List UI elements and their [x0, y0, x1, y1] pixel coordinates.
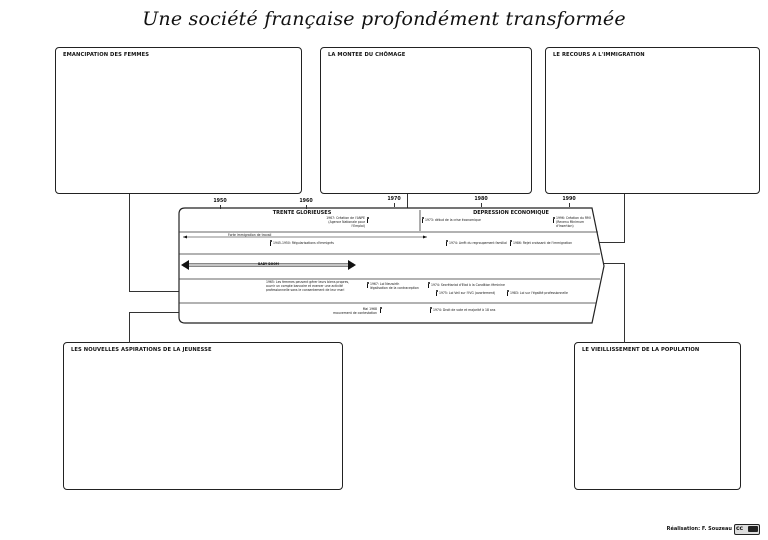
event-forte-immigration: Forte immigration de travail: [228, 233, 272, 237]
event-pin-icon: [379, 307, 382, 313]
connector-immigration: [598, 194, 625, 243]
event-crise: 1973: début de la crise économique: [425, 218, 481, 222]
event-vote-18-ans: 1974: Droit de vote et majorité à 18 ans: [433, 308, 496, 312]
year-tick: [220, 205, 221, 209]
event-pin-icon: [445, 240, 448, 246]
event-pin-icon: [421, 217, 424, 223]
event-baby-boom: BABY BOOM: [258, 262, 279, 266]
event-pin-icon: [552, 217, 555, 223]
year-label: 1990: [562, 197, 576, 202]
event-pin-icon: [366, 217, 369, 223]
event-pin-icon: [429, 307, 432, 313]
arrowhead-left: [183, 235, 187, 239]
event-pin-icon: [509, 240, 512, 246]
event-anpe: 1967: Création de l'ANPE (Agence Nationa…: [326, 216, 365, 228]
connector-vieillissement: [603, 263, 625, 343]
box-montee-chomage: LA MONTEE DU CHÔMAGE: [320, 47, 532, 194]
period-trente-glorieuses: TRENTE GLORIEUSES: [272, 210, 332, 216]
event-pin-icon: [427, 282, 430, 288]
year-tick: [306, 205, 307, 209]
year-label: 1960: [299, 199, 313, 204]
year-label: 1980: [474, 197, 488, 202]
box-title: LA MONTEE DU CHÔMAGE: [328, 52, 406, 58]
event-loi-neuwirth: 1967: Loi Neuwirth légalisation de la co…: [370, 282, 419, 290]
arrowhead-right: [348, 260, 356, 270]
year-label: 1970: [387, 197, 401, 202]
event-regroupement: 1974: Arrêt du regroupement familial: [449, 241, 507, 245]
box-title: LE VIEILLISSEMENT DE LA POPULATION: [582, 347, 700, 353]
year-tick: [481, 203, 482, 207]
connector-chomage: [407, 194, 408, 208]
event-pin-icon: [366, 282, 369, 288]
event-pin-icon: [435, 290, 438, 296]
event-rmi: 1996: Création du RMI (Revenu Minimum d'…: [556, 216, 591, 228]
connector-femmes: [129, 194, 180, 292]
event-rejet-immigration: 1986: Rejet croissant de l'immigration: [513, 241, 573, 245]
arrowhead-right: [423, 235, 427, 239]
event-loi-veil: 1975: Loi Veil sur l'IVG (avortement): [439, 291, 496, 295]
event-pin-icon: [269, 240, 272, 246]
event-egalite-pro: 1983: Loi sur l'égalité professionnelle: [510, 291, 568, 295]
event-pin-icon: [506, 290, 509, 296]
credit-text: Réalisation: F. Souzeau: [666, 526, 732, 532]
creative-commons-icon: [734, 524, 760, 535]
event-condition-feminine: 1974: Secrétariat d'Etat à la Condition …: [431, 283, 505, 287]
year-tick: [394, 203, 395, 207]
page-title: Une société française profondément trans…: [142, 8, 626, 30]
event-regularisations: 1945-1950: Régularisations d'immigrés: [273, 241, 334, 245]
period-depression: DEPRESSION ECONOMIQUE: [473, 210, 549, 216]
box-emancipation-femmes: EMANCIPATION DES FEMMES: [55, 47, 302, 194]
box-vieillissement-population: LE VIEILLISSEMENT DE LA POPULATION: [574, 342, 741, 490]
box-title: EMANCIPATION DES FEMMES: [63, 52, 150, 58]
box-aspirations-jeunesse: LES NOUVELLES ASPIRATIONS DE LA JEUNESSE: [63, 342, 343, 490]
event-mai-68: Mai 1968 mouvement de contestation: [333, 307, 377, 315]
arrowhead-left: [181, 260, 189, 270]
box-recours-immigration: LE RECOURS A L'IMMIGRATION: [545, 47, 760, 194]
event-femmes-biens: 1965: Les femmes peuvent gérer leurs bie…: [266, 280, 350, 292]
box-title: LES NOUVELLES ASPIRATIONS DE LA JEUNESSE: [71, 347, 212, 353]
year-tick: [569, 203, 570, 207]
box-title: LE RECOURS A L'IMMIGRATION: [553, 52, 645, 58]
connector-jeunesse: [129, 312, 180, 343]
year-label: 1950: [213, 199, 227, 204]
